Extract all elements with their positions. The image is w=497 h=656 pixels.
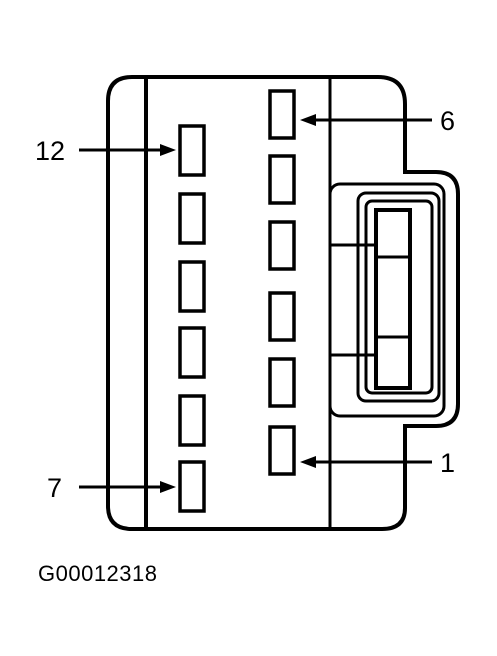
pin-cavity-3 (268, 291, 296, 342)
pin-cavity-7 (178, 460, 206, 513)
pin-cavity-2 (268, 357, 296, 408)
connector-body-outline (106, 75, 460, 531)
pin-cavity-11 (178, 192, 206, 245)
left-pin-column (178, 124, 206, 513)
pin-cavity-5 (268, 154, 296, 205)
callout-pin-12: 12 (35, 136, 65, 166)
pin-cavity-6 (268, 89, 296, 140)
figure-id: G00012318 (38, 561, 158, 586)
tab-inner-frame (364, 199, 434, 395)
arrow-7-head (160, 481, 176, 493)
leader-arrows (79, 114, 432, 493)
pin-cavity-4 (268, 220, 296, 271)
pin-cavity-10 (178, 260, 206, 313)
pin-cavity-1 (268, 425, 296, 476)
callout-pin-6: 6 (440, 106, 455, 136)
arrow-12-head (160, 144, 176, 156)
locking-tab (328, 182, 446, 418)
arrow-1-head (300, 456, 316, 468)
tab-outer-frame (328, 182, 446, 418)
callout-pin-7: 7 (47, 473, 62, 503)
pin-cavity-8 (178, 394, 206, 447)
right-pin-column (268, 89, 296, 476)
arrow-6-head (300, 114, 316, 126)
tab-middle-frame (356, 191, 441, 403)
pin-cavity-9 (178, 326, 206, 379)
tab-latch-block (374, 208, 412, 390)
pin-cavity-12 (178, 124, 206, 177)
callout-pin-1: 1 (440, 448, 455, 478)
